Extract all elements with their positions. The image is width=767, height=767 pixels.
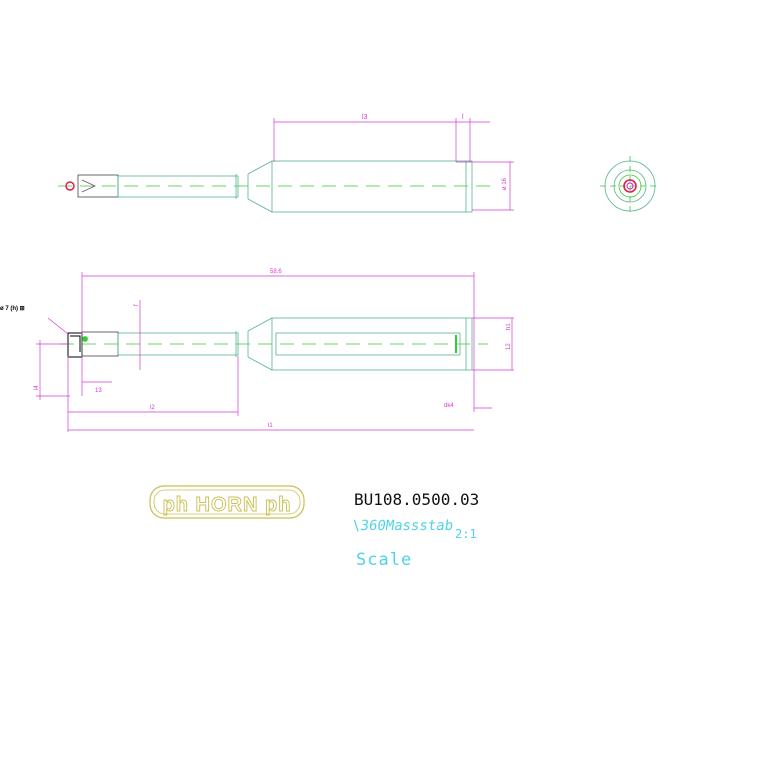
side-shank — [271, 317, 473, 371]
front-core — [623, 179, 637, 193]
top-neck — [117, 175, 239, 198]
top-insert-edge — [81, 179, 96, 193]
top-taper — [247, 160, 273, 213]
scale-prefix: \360Massstab — [351, 518, 454, 534]
front-outer-circle — [604, 160, 656, 212]
drawing-number: BU108.0500.03 — [354, 490, 479, 509]
top-dimensions — [273, 118, 514, 211]
top-dim-l: l — [462, 114, 464, 121]
side-dim-overall-upper: 58.6 — [270, 269, 282, 275]
side-dimensions — [36, 272, 514, 432]
top-dim-d-shank: ø 16 — [502, 177, 508, 190]
side-dim-d4: dk4 — [444, 403, 454, 409]
side-dim-l2: l2 — [150, 405, 155, 411]
front-inner-circle — [618, 174, 642, 198]
side-dim-d-side: 13 — [95, 388, 102, 394]
top-insert-tip — [65, 181, 75, 191]
side-view: ø 7 (h) ⊞ 58.6 f h1 12 l4 13 l2 dk4 l1 — [0, 269, 514, 432]
side-dim-total: l1 — [268, 423, 273, 429]
top-view: l3 l ø 16 — [58, 114, 514, 213]
front-mid-circle — [613, 169, 647, 203]
horn-logo: ph HORN ph — [149, 485, 305, 519]
side-dim-d12: 12 — [506, 343, 512, 350]
top-shank — [271, 160, 473, 213]
side-neck — [117, 332, 239, 356]
top-dim-l3: l3 — [362, 114, 368, 121]
front-view — [600, 156, 660, 216]
side-shank-flat — [275, 332, 461, 356]
scale-label: Scale — [356, 550, 412, 570]
side-dim-h: h1 — [506, 323, 512, 330]
side-label-left: ø 7 (h) ⊞ — [0, 306, 25, 312]
logo-text: ph HORN ph — [163, 494, 292, 516]
side-dim-f: f — [134, 304, 140, 306]
scale-value: 2:1 — [455, 527, 477, 541]
side-dim-l4: l4 — [34, 385, 40, 390]
